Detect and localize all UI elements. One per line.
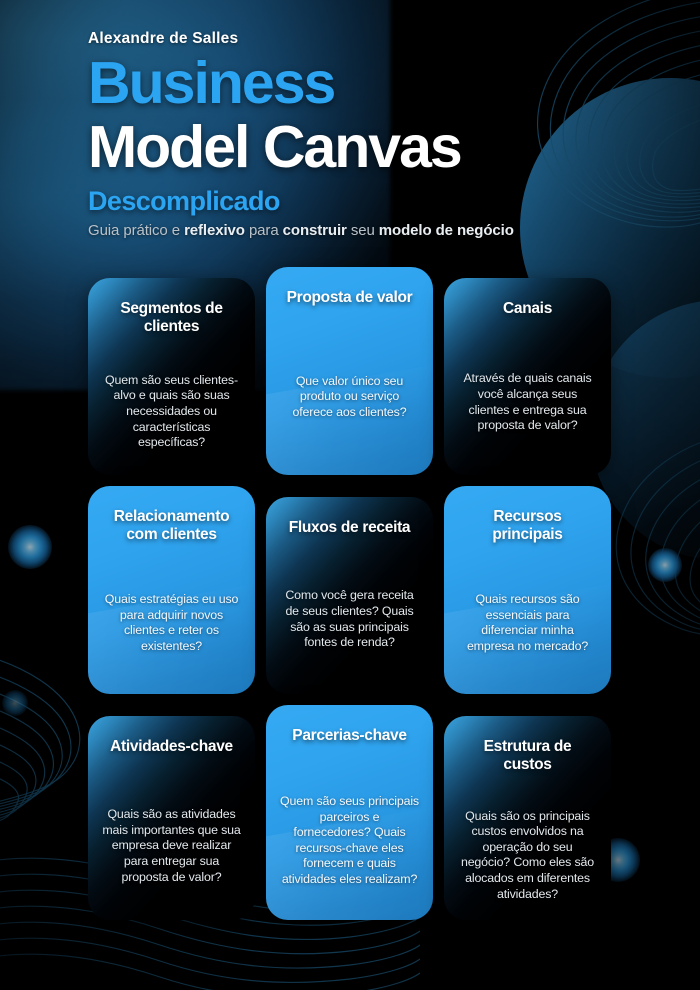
tagline: Guia prático e reflexivo para construir … [88,222,648,241]
tagline-part-0: Guia prático e [88,221,185,239]
card-title: Estrutura de custos [483,738,572,774]
glow-dot-left [8,525,52,569]
card-question: Quais são os principais custos envolvido… [460,808,595,901]
card-title: Recursos principais [492,508,563,544]
glow-dot-right [648,548,682,582]
card-question: Quem são seus clientes-alvo e quais são … [105,372,238,450]
tagline-part-2: para [244,221,283,239]
glow-dot-lower-left [2,690,28,716]
card-title: Segmentos de clientes [120,300,223,336]
card-title: Fluxos de receita [288,519,411,536]
card-question: Como você gera receita de seus clientes?… [285,588,414,650]
card-question: Quem são seus principais parceiros e for… [280,793,419,887]
contour-lines-left [0,300,90,600]
card-title: Relacionamento com clientes [113,508,230,544]
card-title: Atividades-chave [110,738,233,755]
tagline-part-3: construir [282,221,347,239]
card-question: Quais são as atividades mais importantes… [102,807,241,884]
poster-header: Alexandre de Salles Business Model Canva… [88,30,648,240]
card-question: Quais estratégias eu uso para adquirir n… [104,592,239,653]
card-question: Através de quais canais você alcança seu… [463,371,592,433]
card-title: Canais [502,300,553,317]
card-question: Que valor único seu produto ou serviço o… [292,373,407,419]
card-question: Quais recursos são essenciais para difer… [466,592,589,653]
title-line-one: Business [88,50,336,116]
tagline-part-1: reflexivo [184,221,245,239]
title-line-two: Model Canvas [88,113,463,180]
tagline-part-5: modelo de negócio [378,221,514,239]
card-title: Proposta de valor [286,289,413,306]
title-line-three: Descomplicado [88,185,280,216]
card-title: Parcerias-chave [292,727,407,744]
tagline-part-4: seu [346,221,379,239]
author-name: Alexandre de Salles [88,30,239,47]
